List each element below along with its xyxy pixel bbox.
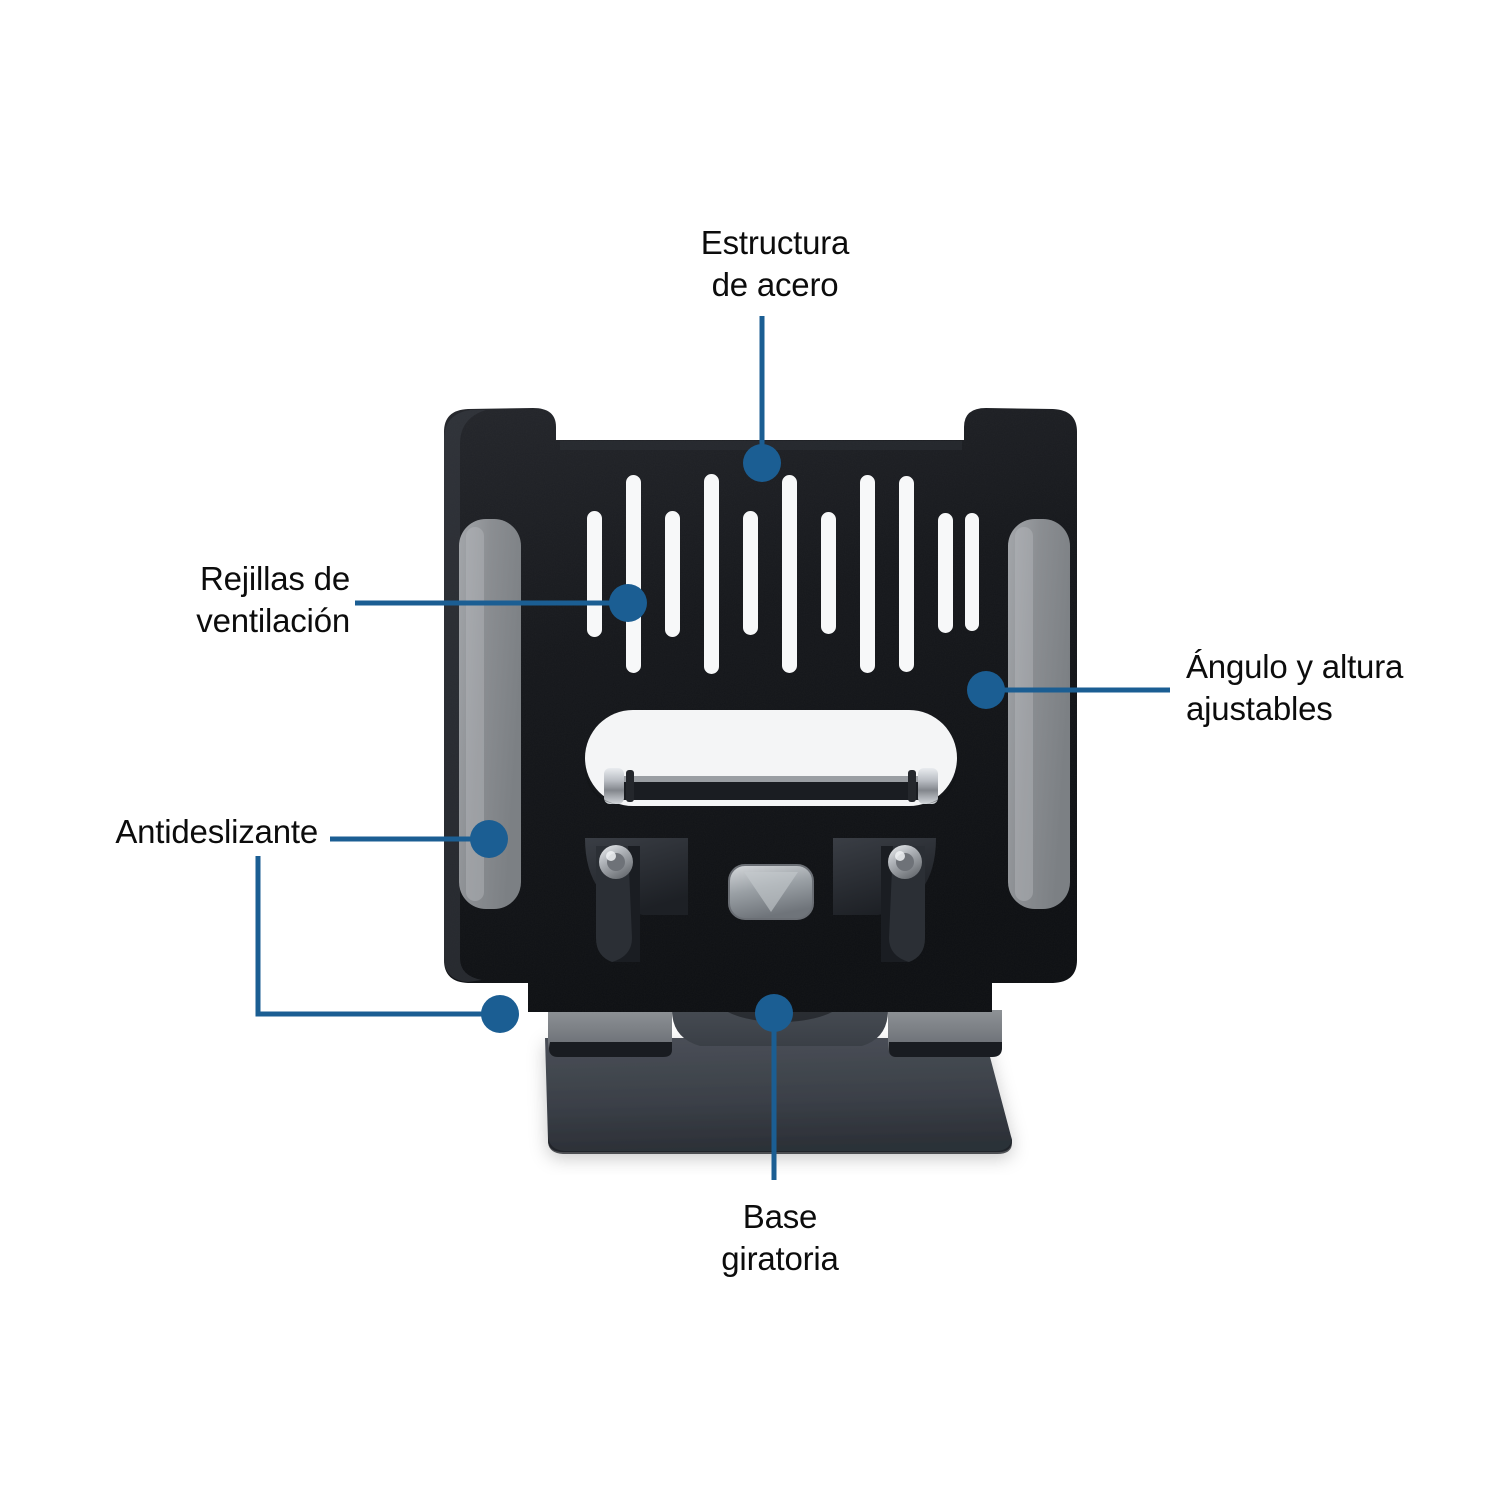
hinge-left-arm-shade (612, 846, 640, 962)
grip-pad-left (459, 519, 521, 909)
vent-slot (587, 511, 602, 637)
center-nub-group (728, 864, 814, 920)
vent-slot (743, 511, 758, 635)
callout-dot-base-giratoria (755, 994, 793, 1032)
vent-slot (965, 513, 979, 631)
swivel-base-front-edge (548, 1134, 1012, 1154)
vent-slot (899, 476, 914, 672)
swivel-base-plate (545, 1038, 1012, 1152)
connector-elbow-antideslizante-base (255, 856, 500, 1017)
callout-dot-angulo-y-altura-ajustables (967, 671, 1005, 709)
ledge-pad-right-rubber (889, 1042, 1002, 1057)
callout-dots (470, 444, 1005, 1033)
hinge-right-screw-hilite (895, 851, 905, 861)
hinge-group-right (833, 838, 936, 962)
hinge-right-arm-shade (881, 846, 909, 962)
vent-slot (626, 475, 641, 673)
hinge-group-left (585, 838, 688, 962)
ledge-pad-left-rubber (549, 1042, 672, 1057)
vent-slot (821, 512, 836, 634)
side-grip-pads-group (459, 519, 1070, 909)
vent-slot (704, 474, 719, 674)
callout-label-rejillas-de-ventilacion: Rejillas de ventilación (196, 560, 350, 640)
callout-dot-antideslizante-side (470, 820, 508, 858)
callout-dot-rejillas-de-ventilacion (609, 584, 647, 622)
callout-label-base-giratoria: Base giratoria (721, 1198, 839, 1278)
ledge-pads-group (548, 1010, 1002, 1057)
callout-dot-antideslizante-ledge (481, 995, 519, 1033)
grip-pad-right-sheen (1015, 527, 1033, 901)
callout-label-estructura-de-acero: Estructura de acero (700, 224, 850, 304)
vent-slot (860, 475, 875, 673)
callout-connectors (255, 316, 1170, 1180)
handle-slot-group (585, 710, 957, 806)
handle-slot-bar-top (612, 776, 930, 782)
center-nub-facet (744, 872, 798, 912)
handle-slot-bracket-left (604, 768, 634, 804)
callout-label-angulo-y-altura-ajustables: Ángulo y altura ajustables (1186, 648, 1404, 728)
callout-dot-estructura-de-acero (743, 444, 781, 482)
vent-slot (782, 475, 797, 673)
vent-slot (665, 511, 680, 637)
grip-pad-left-sheen (466, 527, 484, 901)
grip-pad-right (1008, 519, 1070, 909)
handle-slot-bracket-right (908, 768, 938, 804)
center-nub-edge (728, 864, 814, 920)
vent-slot (938, 513, 953, 633)
callout-label-antideslizante: Antideslizante (115, 813, 318, 850)
hinge-left-screw-hilite (606, 851, 616, 861)
